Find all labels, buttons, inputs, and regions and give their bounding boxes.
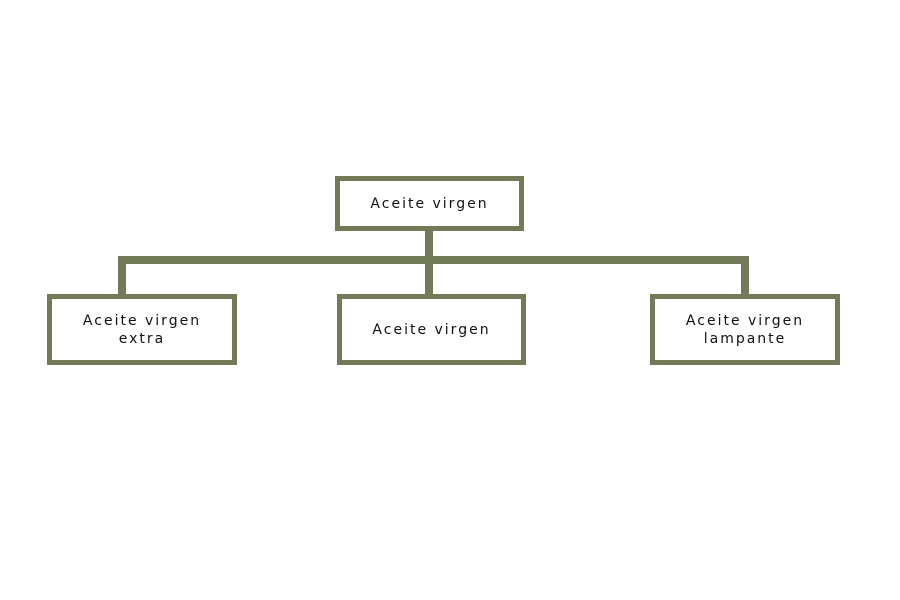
child-node-lampante-label: Aceite virgen lampante xyxy=(685,312,805,347)
child-node-virgin-label: Aceite virgen xyxy=(372,321,491,338)
child-node-virgin: Aceite virgen xyxy=(337,294,526,365)
horizontal-connector xyxy=(118,256,749,264)
child-node-extra: Aceite virgen extra xyxy=(47,294,237,365)
root-vertical-connector xyxy=(425,229,433,260)
center-branch-connector xyxy=(425,256,433,297)
root-node: Aceite virgen xyxy=(335,176,524,231)
left-branch-connector xyxy=(118,256,126,297)
right-branch-connector xyxy=(741,256,749,297)
child-node-lampante: Aceite virgen lampante xyxy=(650,294,840,365)
child-node-extra-label: Aceite virgen extra xyxy=(82,312,202,347)
root-node-label: Aceite virgen xyxy=(370,195,489,212)
